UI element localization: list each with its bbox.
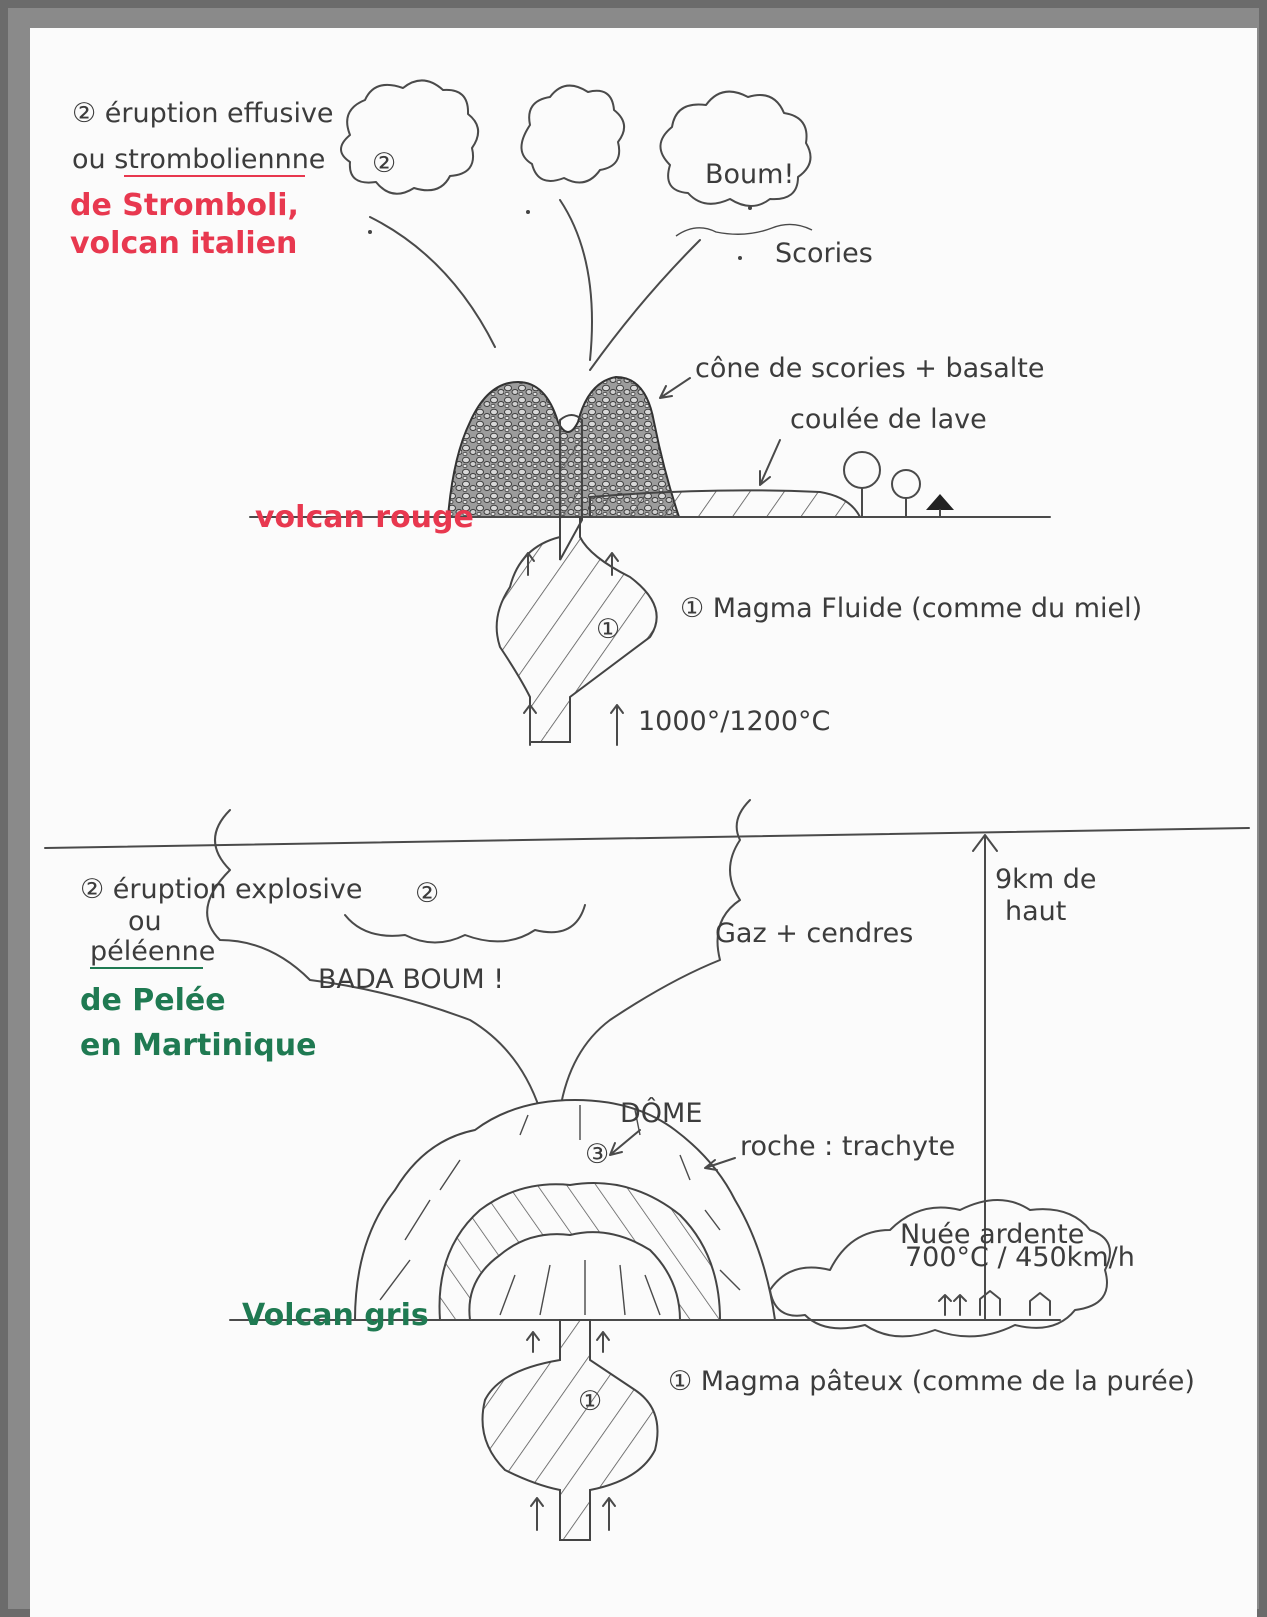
label-pelee-2: en Martinique — [80, 1028, 316, 1063]
label-badaboum: BADA BOUM ! — [318, 964, 504, 995]
label-height-1: 9km de — [995, 864, 1096, 895]
label-dome: DÔME — [620, 1097, 702, 1129]
label-volcan-gris: Volcan gris — [242, 1298, 429, 1333]
cloud-left — [341, 80, 478, 193]
lava-flow — [590, 490, 860, 517]
label-nuee-2: 700°C / 450km/h — [905, 1242, 1135, 1273]
label-cone: cône de scories + basalte — [695, 353, 1045, 384]
label-height-2: haut — [1005, 896, 1066, 927]
label-pelee-1: de Pelée — [80, 983, 226, 1018]
cloud-middle — [521, 86, 624, 183]
label-magma-pateux: ① Magma pâteux (comme de la purée) — [668, 1366, 1195, 1397]
label-stromboli-2: volcan italien — [70, 226, 297, 261]
label-roche: roche : trachyte — [740, 1131, 955, 1162]
trees-top — [844, 452, 954, 517]
label-gaz: Gaz + cendres — [715, 918, 913, 949]
inner-cloud — [345, 905, 585, 943]
label-temperature: 1000°/1200°C — [638, 706, 830, 737]
label-scories: Scories — [775, 238, 873, 269]
plume-cloud — [207, 800, 750, 1110]
cloud-number-bottom: ② — [415, 878, 439, 909]
magma-chamber-top — [497, 517, 657, 742]
label-ou: ou — [128, 906, 162, 937]
cloud-number-top: ② — [372, 148, 396, 179]
label-peleenne: péléenne — [90, 936, 215, 967]
label-strombolienne: ou stromboliennne — [72, 144, 325, 175]
label-stromboli-1: de Stromboli, — [70, 188, 299, 223]
label-boum: Boum! — [705, 159, 794, 190]
divider-line — [45, 828, 1249, 848]
nuee-houses — [939, 1291, 1050, 1315]
label-eruption-explosive: ② éruption explosive — [80, 874, 363, 905]
label-eruption-effusive: ② éruption effusive — [72, 98, 334, 129]
label-magma-fluide: ① Magma Fluide (comme du miel) — [680, 593, 1142, 624]
magma-chamber-bottom — [483, 1320, 658, 1540]
label-coulee: coulée de lave — [790, 404, 987, 435]
label-volcan-rouge: volcan rouge — [255, 500, 474, 535]
magma-number-bottom: ① — [578, 1386, 602, 1417]
dome-number: ③ — [585, 1139, 609, 1170]
magma-number-top: ① — [596, 614, 620, 645]
